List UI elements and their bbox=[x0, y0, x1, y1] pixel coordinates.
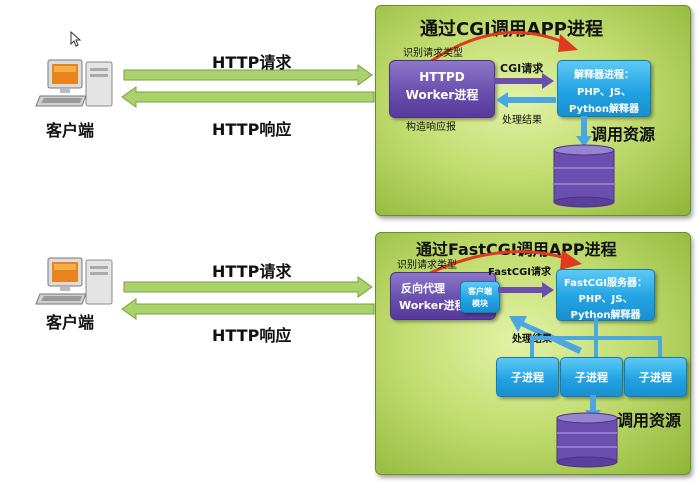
bottom-result-arrow bbox=[509, 316, 582, 354]
bottom-child-process-3-label: 子进程 bbox=[639, 371, 672, 384]
top-cgi-request-label: CGI请求 bbox=[500, 62, 544, 75]
top-http-response-label: HTTP响应 bbox=[212, 120, 292, 139]
bottom-connector-lines bbox=[530, 318, 662, 360]
bottom-proxy-line1: 反向代理 bbox=[401, 282, 445, 295]
bottom-server-line1: FastCGI服务器： bbox=[564, 278, 647, 289]
bottom-child-process-2: 子进程 bbox=[560, 357, 623, 397]
bottom-resource-label: 调用资源 bbox=[617, 411, 682, 430]
top-down-arrow bbox=[576, 116, 592, 147]
bottom-http-request-arrow bbox=[123, 276, 373, 298]
bottom-child-process-3: 子进程 bbox=[624, 357, 687, 397]
bottom-client-module-box: 客户端 模块 bbox=[460, 281, 500, 313]
top-database-icon bbox=[553, 144, 615, 208]
bottom-server-line2: PHP、JS、 bbox=[578, 294, 633, 305]
bottom-database-icon bbox=[556, 412, 618, 468]
top-http-request-label: HTTP请求 bbox=[212, 53, 292, 72]
client-computer-icon bbox=[35, 59, 113, 107]
top-worker-line1: HTTPD bbox=[419, 70, 465, 84]
bottom-red-curve-arrow bbox=[427, 250, 582, 276]
bottom-child-process-1-label: 子进程 bbox=[511, 371, 544, 384]
top-interpreter-line3: Python解释器 bbox=[569, 104, 639, 115]
top-result-label: 处理结果 bbox=[502, 115, 542, 126]
top-cgi-request-arrow bbox=[494, 73, 554, 89]
top-build-label: 构造响应报 bbox=[406, 122, 456, 133]
top-worker-line2: Worker进程 bbox=[405, 88, 479, 102]
bottom-http-request-label: HTTP请求 bbox=[212, 262, 292, 281]
top-interpreter-box: 解释器进程： PHP、JS、 Python解释器 bbox=[557, 60, 651, 117]
bottom-child-process-1: 子进程 bbox=[496, 357, 559, 397]
top-client-label: 客户端 bbox=[46, 121, 95, 140]
bottom-identify-label: 识别请求类型 bbox=[397, 260, 457, 271]
bottom-server-line3: Python解释器 bbox=[570, 310, 641, 321]
top-red-curve-arrow bbox=[429, 30, 578, 64]
mouse-cursor-icon bbox=[70, 31, 82, 47]
bottom-client-module-line2: 模块 bbox=[472, 299, 488, 308]
top-http-request-arrow bbox=[123, 64, 373, 86]
top-httpd-worker-box: HTTPD Worker进程 bbox=[389, 60, 495, 118]
client-computer-icon bbox=[35, 257, 113, 305]
bottom-proxy-line2: Worker进程 bbox=[399, 299, 466, 312]
top-interpreter-line2: PHP、JS、 bbox=[577, 87, 631, 98]
bottom-http-response-label: HTTP响应 bbox=[212, 326, 292, 345]
bottom-fastcgi-server-box: FastCGI服务器： PHP、JS、 Python解释器 bbox=[556, 269, 655, 321]
top-result-arrow bbox=[496, 92, 556, 108]
top-resource-label: 调用资源 bbox=[591, 125, 656, 144]
top-interpreter-line1: 解释器进程： bbox=[574, 70, 634, 81]
top-http-response-arrow bbox=[121, 86, 375, 108]
bottom-fastcgi-request-arrow bbox=[498, 282, 554, 298]
top-identify-label: 识别请求类型 bbox=[403, 48, 463, 59]
bottom-client-label: 客户端 bbox=[46, 313, 95, 332]
bottom-child-process-2-label: 子进程 bbox=[575, 371, 608, 384]
bottom-fastcgi-request-label: FastCGI请求 bbox=[488, 267, 551, 278]
bottom-http-response-arrow bbox=[121, 298, 375, 320]
top-panel-title: 通过CGI调用APP进程 bbox=[420, 19, 603, 40]
bottom-client-module-line1: 客户端 bbox=[468, 287, 492, 296]
